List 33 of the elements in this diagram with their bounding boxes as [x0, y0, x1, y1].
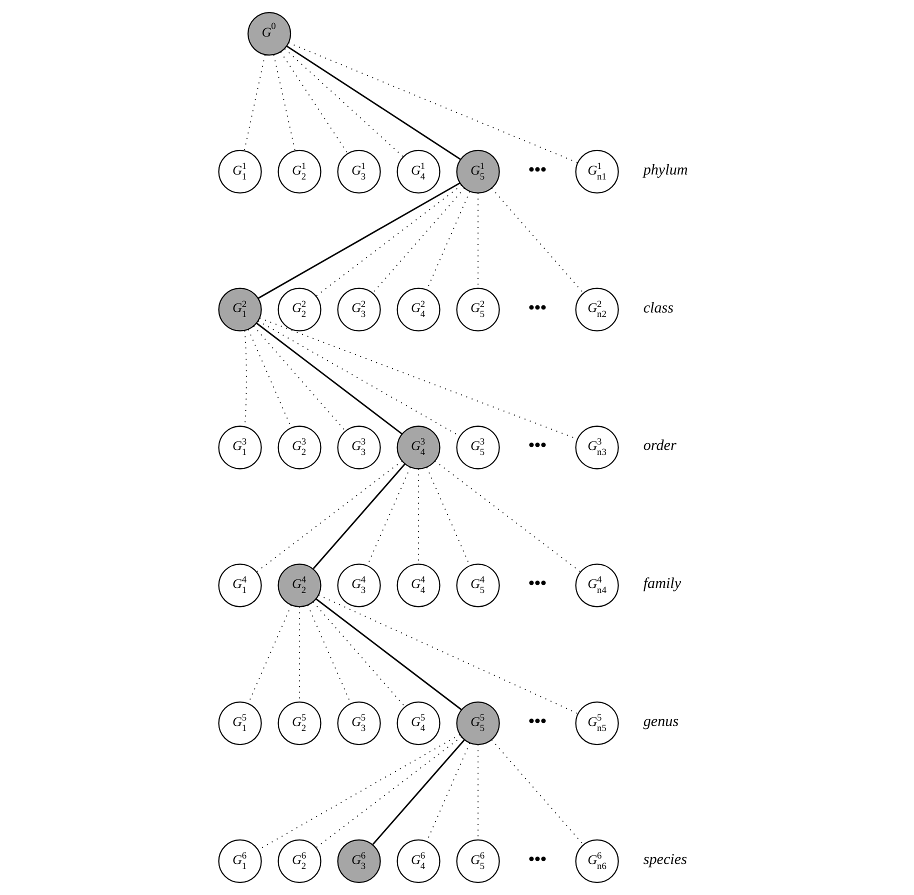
- label: species: [642, 852, 686, 868]
- label: •••: [528, 160, 546, 179]
- label: class: [642, 300, 674, 316]
- connector: [372, 739, 464, 845]
- connector: [256, 460, 402, 572]
- connector: [434, 460, 580, 572]
- label: •••: [528, 574, 546, 593]
- label: family: [642, 576, 681, 592]
- connector: [256, 322, 402, 434]
- label: genus: [642, 714, 678, 730]
- connector: [312, 464, 405, 570]
- connector: [243, 54, 265, 152]
- connector: [312, 601, 405, 707]
- connector: [315, 736, 462, 848]
- connector: [288, 42, 578, 164]
- connector: [315, 184, 462, 296]
- connector: [315, 598, 462, 710]
- connector: [490, 739, 584, 845]
- connector: [286, 45, 460, 160]
- label: •••: [528, 712, 546, 731]
- label: •••: [528, 436, 546, 455]
- connector: [318, 594, 578, 714]
- label: order: [642, 438, 676, 454]
- connector: [258, 182, 460, 299]
- connector: [284, 48, 403, 158]
- label: phylum: [642, 162, 688, 178]
- connector: [490, 188, 584, 294]
- label: •••: [528, 849, 546, 868]
- connector: [372, 188, 464, 294]
- connector: [272, 54, 296, 152]
- label: •••: [528, 298, 546, 317]
- connector: [252, 326, 346, 432]
- connector: [280, 52, 348, 154]
